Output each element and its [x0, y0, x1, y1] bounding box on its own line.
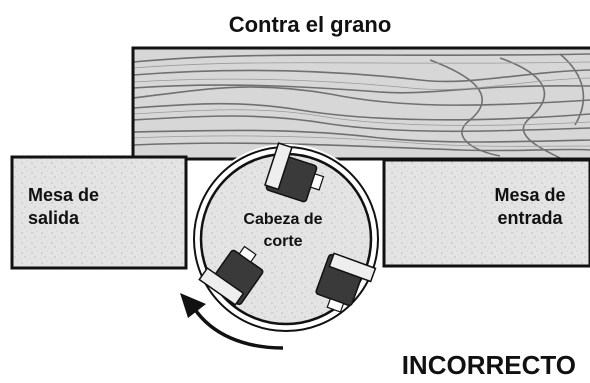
cutter-head-label-2: corte: [263, 233, 302, 250]
infeed-table-label-2: entrada: [497, 208, 563, 228]
outfeed-table-label: Mesa de: [28, 185, 99, 205]
cutter-blade: [315, 252, 377, 313]
cutter-head: [191, 142, 381, 334]
diagram-title: Contra el grano: [229, 12, 392, 37]
wood-board: [131, 46, 590, 161]
curved-arrow-icon: [180, 293, 284, 350]
infeed-table-label: Mesa de: [494, 185, 565, 205]
cutter-blade: [198, 245, 264, 306]
cutter-blade: [264, 142, 325, 203]
outfeed-table-label-2: salida: [28, 208, 80, 228]
infeed-table: [382, 158, 590, 268]
cutter-head-label: Cabeza de: [243, 211, 322, 228]
verdict-label: INCORRECTO: [402, 350, 576, 380]
outfeed-table: [10, 155, 188, 270]
